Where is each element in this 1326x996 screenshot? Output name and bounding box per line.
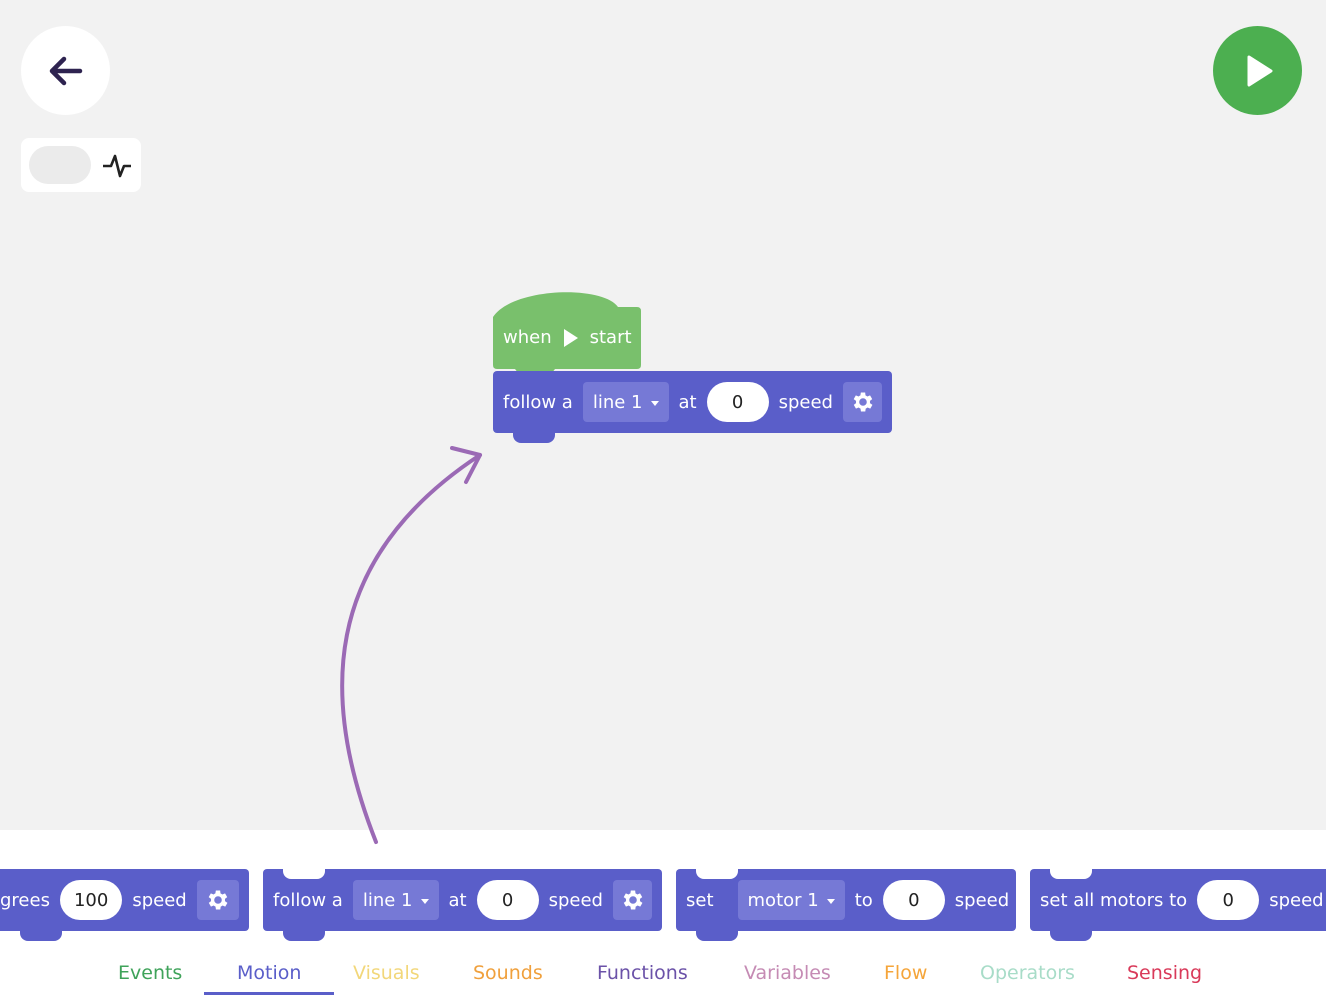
tab-flow[interactable]: Flow <box>884 962 928 984</box>
speed-label: speed <box>954 889 1010 911</box>
play-icon <box>1247 55 1272 86</box>
speed-label: speed <box>778 391 833 413</box>
block-prefix-label: follow a <box>273 889 343 911</box>
speed-input[interactable]: 0 <box>882 880 945 920</box>
to-label: to <box>854 889 873 911</box>
block-prefix-label: grees <box>0 889 50 911</box>
settings-button[interactable] <box>843 382 882 422</box>
dropdown-value: line 1 <box>362 889 413 911</box>
tab-motion[interactable]: Motion <box>237 962 302 984</box>
block-prefix-label: set all motors to <box>1040 889 1188 911</box>
speed-label: speed <box>1269 889 1324 911</box>
tab-sounds[interactable]: Sounds <box>473 962 543 984</box>
block-notch <box>513 431 555 443</box>
gear-icon <box>853 392 872 412</box>
block-top-notch <box>283 869 325 879</box>
speed-value: 0 <box>1222 889 1234 911</box>
speed-value: 0 <box>501 889 514 911</box>
chevron-down-icon <box>420 899 429 904</box>
line-dropdown[interactable]: line 1 <box>352 880 439 920</box>
dropdown-value: line 1 <box>592 391 643 413</box>
dropdown-value: motor 1 <box>747 889 819 911</box>
category-tabs: Events Motion Visuals Sounds Functions V… <box>0 952 1326 996</box>
gear-icon <box>623 890 642 910</box>
settings-button[interactable] <box>196 880 239 920</box>
block-top-notch <box>696 869 738 879</box>
speed-input[interactable]: 0 <box>706 382 769 422</box>
tab-variables[interactable]: Variables <box>744 962 831 984</box>
tab-events[interactable]: Events <box>118 962 183 984</box>
chevron-down-icon <box>650 401 659 406</box>
speed-label: speed <box>548 889 603 911</box>
tab-visuals[interactable]: Visuals <box>353 962 420 984</box>
back-button[interactable] <box>21 26 110 115</box>
block-prefix-label: set <box>686 889 714 911</box>
when-start-block[interactable]: when start <box>493 291 641 379</box>
motor-dropdown[interactable]: motor 1 <box>737 880 845 920</box>
settings-button[interactable] <box>613 880 652 920</box>
active-tab-indicator <box>204 992 334 995</box>
arrow-left-icon <box>49 56 82 85</box>
block-prefix-label: follow a <box>503 391 573 413</box>
palette-set-motor-block[interactable]: set motor 1 to 0 speed <box>676 869 1016 941</box>
speed-value: 100 <box>73 889 109 911</box>
speed-input[interactable]: 0 <box>476 880 539 920</box>
block-top-notch <box>1050 869 1092 879</box>
block-notch <box>283 929 325 941</box>
block-notch <box>696 929 738 941</box>
toggle-panel <box>21 138 141 192</box>
tab-operators[interactable]: Operators <box>980 962 1075 984</box>
at-label: at <box>678 391 697 413</box>
speed-input[interactable]: 0 <box>1197 880 1260 920</box>
follow-line-block[interactable]: follow a line 1 at 0 speed <box>493 371 892 443</box>
tab-functions[interactable]: Functions <box>597 962 688 984</box>
pulse-icon <box>103 154 131 178</box>
block-palette: grees 100 speed follow a line 1 at 0 spe… <box>0 830 1326 996</box>
hat-when-label: when <box>503 327 552 348</box>
chevron-down-icon <box>826 899 835 904</box>
speed-value: 0 <box>731 391 744 413</box>
speed-label: speed <box>132 889 187 911</box>
gear-icon <box>208 890 228 910</box>
speed-value: 0 <box>908 889 920 911</box>
line-dropdown[interactable]: line 1 <box>582 382 669 422</box>
block-notch <box>1050 929 1092 941</box>
play-icon <box>563 328 578 347</box>
hat-start-label: start <box>589 327 632 348</box>
palette-follow-line-block[interactable]: follow a line 1 at 0 speed <box>263 869 662 941</box>
block-notch <box>20 929 62 941</box>
toggle-switch[interactable] <box>29 146 91 184</box>
speed-input[interactable]: 100 <box>59 880 123 920</box>
palette-set-all-motors-block[interactable]: set all motors to 0 speed <box>1030 869 1326 941</box>
at-label: at <box>448 889 467 911</box>
tab-sensing[interactable]: Sensing <box>1127 962 1203 984</box>
palette-turn-degrees-block[interactable]: grees 100 speed <box>0 869 249 941</box>
run-button[interactable] <box>1213 26 1302 115</box>
